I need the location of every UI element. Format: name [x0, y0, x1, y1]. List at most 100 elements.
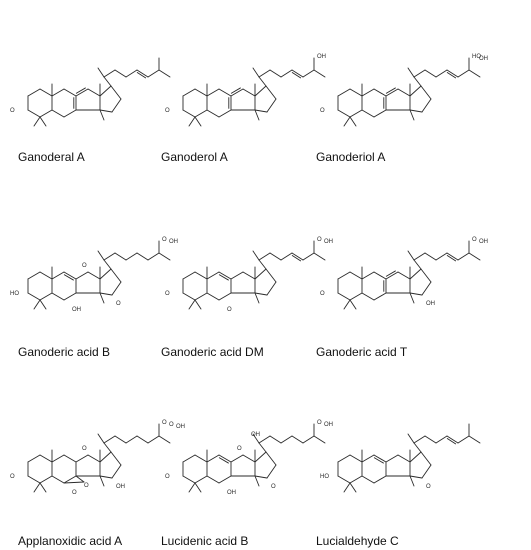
methyl-bond	[252, 250, 260, 261]
side-chain-label: OH	[176, 424, 185, 430]
substituent-label-c3: O	[10, 474, 15, 480]
bond	[39, 271, 53, 280]
substituent-label-c15: O	[116, 301, 121, 307]
side-chain-label: HO	[472, 54, 481, 60]
bond	[51, 271, 65, 280]
bond	[218, 109, 232, 118]
bond	[206, 88, 220, 97]
side-chain-bond	[136, 69, 149, 78]
methyl-bond	[407, 250, 415, 261]
methyl-bond	[349, 116, 357, 127]
chemical-structure-drawing: O OH	[165, 54, 326, 127]
side-chain-label: OH	[317, 54, 326, 60]
methyl-bond	[99, 109, 105, 121]
bond	[361, 109, 375, 118]
side-chain-bond	[424, 252, 437, 261]
side-chain-bond	[158, 435, 171, 444]
bond	[254, 292, 268, 296]
side-chain-bond	[103, 252, 116, 261]
substituent-label-c12: OH	[251, 432, 260, 438]
bond	[27, 88, 41, 97]
side-chain-label: OH	[324, 422, 333, 428]
bond	[349, 454, 363, 463]
bond	[194, 292, 208, 301]
methyl-bond	[343, 482, 351, 493]
bond	[206, 454, 220, 463]
bond	[218, 292, 232, 301]
bond	[385, 271, 399, 280]
side-chain-label: OH	[479, 239, 488, 245]
substituent-label-c3: O	[165, 108, 170, 114]
side-chain-bond	[269, 69, 282, 78]
compound-cell: O OH Ganoderol A	[155, 0, 332, 183]
bond	[420, 268, 432, 283]
substituent-label-c11: O	[82, 446, 87, 452]
bond	[254, 85, 267, 97]
bond	[111, 98, 122, 113]
bond	[265, 268, 277, 283]
bond	[110, 85, 122, 100]
side-chain-bond-double	[446, 438, 457, 445]
side-chain-bond	[446, 252, 459, 261]
methyl-bond	[407, 67, 415, 78]
side-chain-bond	[468, 252, 481, 261]
bond	[337, 88, 351, 97]
side-chain-bond	[125, 435, 138, 444]
bond	[63, 475, 77, 484]
side-chain-bond	[158, 252, 171, 261]
side-chain-bond	[114, 435, 127, 444]
bond	[230, 454, 244, 463]
bond	[87, 271, 101, 280]
side-chain-bond	[302, 252, 315, 261]
bond	[87, 454, 101, 463]
side-chain-bond-double	[446, 255, 457, 262]
methyl-bond	[254, 475, 260, 487]
bond	[75, 88, 89, 97]
bond	[230, 271, 244, 280]
methyl-bond	[39, 116, 47, 127]
bond	[266, 98, 277, 113]
side-chain-bond	[291, 69, 304, 78]
side-chain-label: O	[317, 237, 322, 243]
side-chain-bond	[114, 252, 127, 261]
side-chain-label: O	[317, 420, 322, 426]
side-chain-bond	[413, 259, 422, 270]
epoxide-bond	[75, 475, 85, 483]
bond	[397, 88, 411, 97]
bond	[63, 454, 77, 463]
bond	[39, 475, 53, 484]
bond	[111, 464, 122, 479]
bond	[361, 88, 375, 97]
bond	[254, 451, 267, 463]
side-chain-bond	[103, 76, 112, 87]
methyl-bond	[188, 299, 196, 310]
bond	[27, 109, 41, 118]
compound-name: Ganoderol A	[161, 150, 228, 164]
bond	[182, 88, 196, 97]
side-chain-label: O	[169, 422, 174, 428]
bond	[194, 454, 208, 463]
bond	[361, 271, 375, 280]
side-chain-bond	[103, 69, 116, 78]
side-chain-label: OH	[324, 239, 333, 245]
side-chain-bond	[457, 435, 470, 444]
bond	[349, 292, 363, 301]
methyl-bond	[194, 116, 202, 127]
compound-name: Applanoxidic acid A	[18, 534, 123, 548]
bond-double	[385, 270, 396, 277]
methyl-bond	[409, 109, 415, 121]
bond	[63, 88, 77, 97]
side-chain-bond	[291, 435, 304, 444]
substituent-label-c15: O	[426, 484, 431, 490]
bond	[361, 292, 375, 301]
bond	[385, 88, 399, 97]
bond	[254, 475, 268, 479]
methyl-bond	[97, 433, 105, 444]
bond	[421, 98, 432, 113]
methyl-bond	[194, 482, 202, 493]
bond	[230, 88, 244, 97]
